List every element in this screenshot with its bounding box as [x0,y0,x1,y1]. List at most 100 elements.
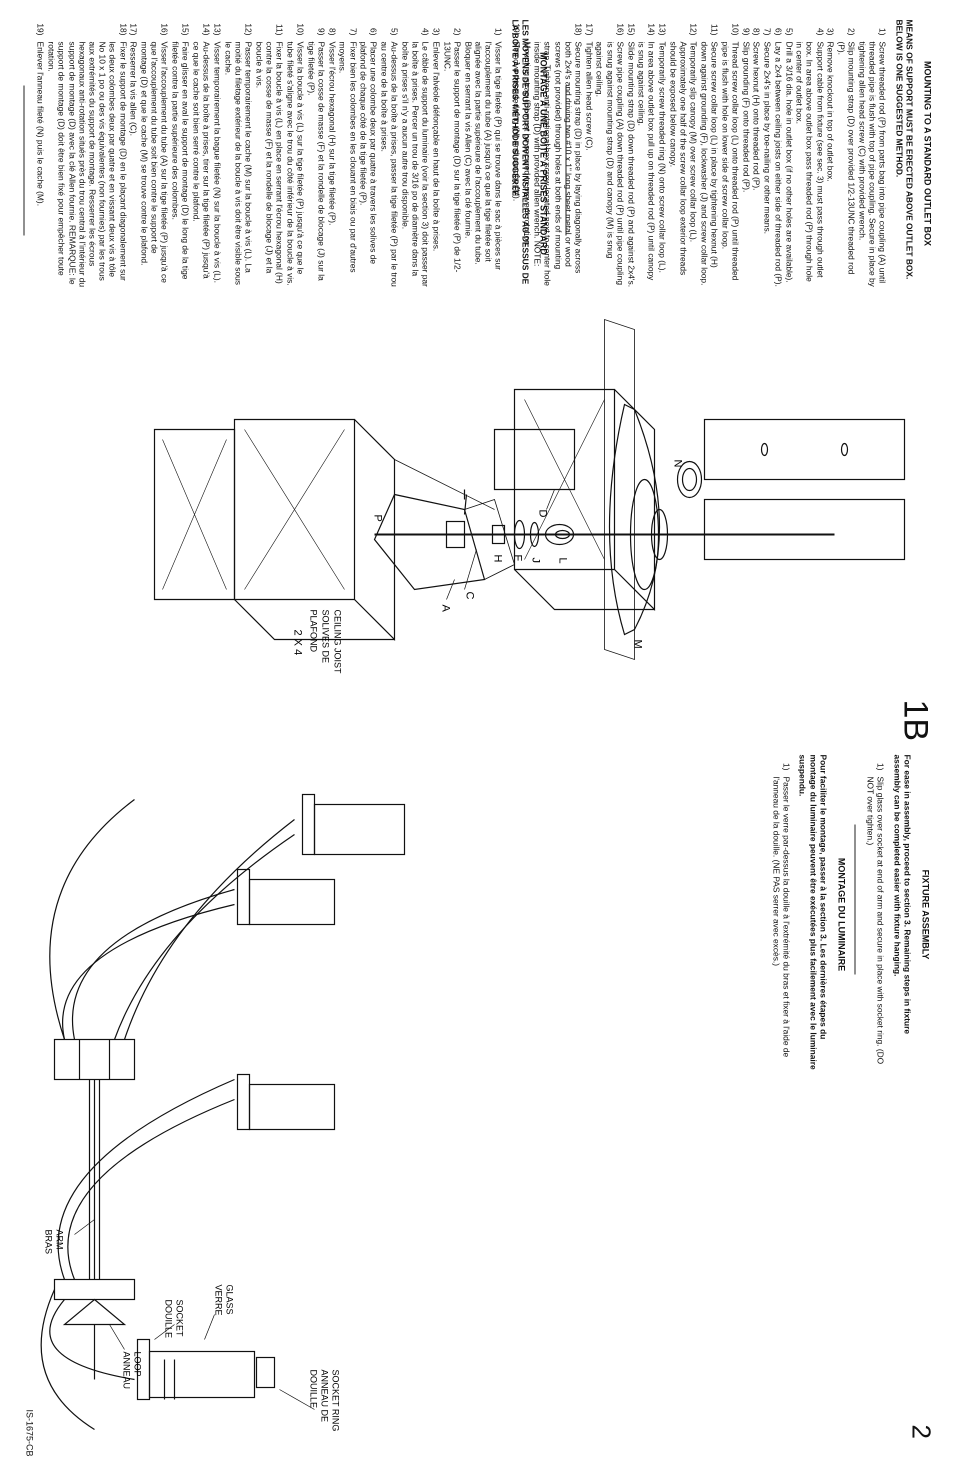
montage-step-number: 16) [159,23,170,36]
montage-step: 18)Fixer le support de montage (D) en le… [46,20,128,288]
label-arm: ARM [55,1230,65,1250]
montage-step: 2)Passer le support de montage (D) sur l… [442,20,462,288]
montage-step: 9) Passer la cosse de masse (F) et la ron… [306,20,326,288]
montage-step-text: Passer la cosse de masse (F) et la ronde… [306,41,327,281]
mounting-step: 3) Remove knockout in top of outlet box. [826,20,836,288]
montage-step-number: 9) [316,28,327,36]
mounting-title: MOUNTING TO A STANDARD OUTLET BOX [922,61,933,246]
fixture-step-number: 1) [875,763,886,771]
montage-step-number: 17) [128,23,139,36]
fixture-intro: For ease in assembly, proceed to section… [892,754,913,1035]
fixture-diagram: LOOP ANNEAU ARM BRAS SOCKET DOUILLE GLAS… [40,793,406,1432]
mounting-instructions-fr: MONTAGE À UNE BOÎTE À PRISES STANDARD LE… [35,19,549,288]
mounting-step: 11)Secure screw collar loop (L) in place… [699,20,719,288]
label-anneau: ANNEAU [122,1352,132,1390]
label-glass: GLASS [225,1285,235,1315]
montage-step-text: Placer une colombe deux par quatre à tra… [358,41,379,265]
label-socket-ring: SOCKET RING [331,1370,341,1432]
montage-step-text: Visser l'écrou hexagonal (H) sur la tige… [327,41,338,226]
mounting-step-text: Temporarily slip canopy (M) over screw c… [668,41,699,276]
mounting-step-text: Drill a 3/16 dia. hole in outlet box (if… [784,41,795,283]
montage-step: 13)Visser temporairement la bague fileté… [212,20,222,288]
label-solives-de: SOLIVES DE [321,610,331,664]
montage-step: 7) Fixer bien les colombes en les clouant… [338,20,358,288]
label-n: N [672,460,684,468]
montage-step-number: 3) [431,28,442,36]
mounting-step: 15)Slide mounting strap (D) down threade… [626,20,636,288]
montage-step-text: Visser l'accouplement du tube (A) sur la… [139,41,170,283]
mounting-step: 8) Screw hexnut (H) onto threaded rod (P)… [752,20,762,288]
montage-step-text: Au-dessus de la boîte à prises, tirer su… [191,41,212,279]
label-douille: DOUILLE [164,1300,174,1339]
montage-step-number: 4) [420,28,431,36]
mounting-step: 2)Slip mounting strap (D) over provided … [836,20,857,288]
label-l: L [557,558,569,564]
fixture-title: FIXTURE ASSEMBLY [920,869,931,960]
montage-step-number: 7) [348,28,359,36]
mounting-step: 6)Lay a 2x4 between ceiling joists on ei… [773,20,783,288]
section-label-1b: 1B [896,699,935,742]
divider-rule [565,85,567,236]
mounting-step-text: Slide mounting strap (D) down threaded r… [626,41,637,288]
mounting-step-text: Remove knockout in top of outlet box. [825,41,836,182]
mounting-step-text: Tighten allen head screw (C). [584,41,595,151]
page-number: 2 [906,1424,937,1439]
label-plafond: PLAFOND [309,610,319,653]
montage-step-text: Fixer le support de montage (D) en le pl… [46,41,129,288]
montage-step-number: 11) [274,24,285,36]
montage-step-text: Fixer bien les colombes en les clouant e… [337,41,359,273]
montage-step-text: Passer le support de montage (D) sur la … [442,41,463,273]
montage-step-text: Fixer la boucle à vis (L) en place en se… [254,41,285,284]
divider-rule [23,85,25,236]
label-a: A [440,605,452,613]
label-anneau-de: ANNEAU DE [320,1370,330,1423]
montage-intro: LES MOYENS DE SUPPORT DOIVENT INSTALLÉS … [510,19,531,285]
mounting-step-text: Screw hexnut (H) onto threaded rod (P). [751,41,762,191]
montage-step-number: 13) [212,23,223,36]
mounting-step-number: 17) [584,23,595,36]
label-douille-2: DOUILLE [309,1370,319,1409]
montage-step-number: 10) [295,23,306,36]
mounting-step: 7)Secure 2x4's in place by toe-nailing o… [762,20,773,288]
montage-step-number: 8) [327,28,338,36]
montage-step: 10)Visser la boucle à vis (L) sur la tig… [285,20,305,288]
montage-step-text: Enlever l'anneau fileté (N) puis le cach… [35,41,46,207]
document-code: IS-1675-CB [24,1409,35,1457]
montage-step-number: 1) [493,28,504,36]
montage-step: 14)Au-dessus de la boîte à prises, tirer… [191,20,212,288]
montage-step-text: Faire glisser en aval le support de mont… [170,41,191,280]
label-verre: VERRE [214,1285,224,1316]
mounting-step-number: 10) [730,23,741,36]
montage-step: 17)Resserrer la vis allen (C). [129,20,139,288]
montage-step: 8) Visser l'écrou hexagonal (H) sur la ti… [327,20,337,288]
mounting-step-text: Secure 2x4's in place by toe-nailing or … [762,41,773,234]
mounting-step-number: 12) [688,23,699,36]
montage-step-text: Passer temporairement le cache (M) sur l… [223,41,254,285]
mounting-step: 9) Slip grounding (F) onto threaded rod (… [741,20,751,288]
mounting-step: 17) Tighten allen head screw (C). [584,20,594,288]
label-m: M [632,640,644,649]
montage-step: 11) Fixer la boucle à vis (L) en place en… [254,20,285,288]
montage-title: MONTAGE À UNE BOÎTE À PRISES STANDARD [538,52,549,255]
montage-step-number: 15) [180,23,191,36]
fixture-step: 1) Slip glass over socket at end of arm a… [865,755,886,1075]
mounting-step-text: Temporarily screw threaded ring (N) onto… [657,41,668,273]
mounting-step-number: 1) [877,28,888,36]
fixture-assembly-section: FIXTURE ASSEMBLY For ease in assembly, p… [771,754,931,1075]
mounting-step-text: Screw threaded rod (P) from parts bag in… [857,41,888,287]
montage-step-text: Le câble de support du luminaire (voir l… [400,41,431,287]
mounting-step-number: 3) [825,28,836,36]
fixture-step-text: Slip glass over socket at end of arm and… [865,776,886,1065]
mounting-step-number: 4) [815,28,826,36]
mounting-step-text: Slip grounding (F) onto threaded rod (P)… [741,41,752,193]
mounting-step: 16)Screw pipe coupling (A) down threaded… [595,20,625,288]
montage-step: 19)Enlever l'anneau fileté (N) puis le c… [36,20,46,288]
mounting-step-number: 8) [751,28,762,36]
montage-step-number: 12) [243,23,254,36]
mounting-step-number: 9) [741,28,752,36]
label-loop: LOOP [133,1352,143,1377]
fixture-title-fr: MONTAGE DU LUMINAIRE [836,857,847,972]
mounting-step-text: Lay a 2x4 between ceiling joists on eith… [773,41,784,287]
mounting-step-number: 14) [646,23,657,36]
